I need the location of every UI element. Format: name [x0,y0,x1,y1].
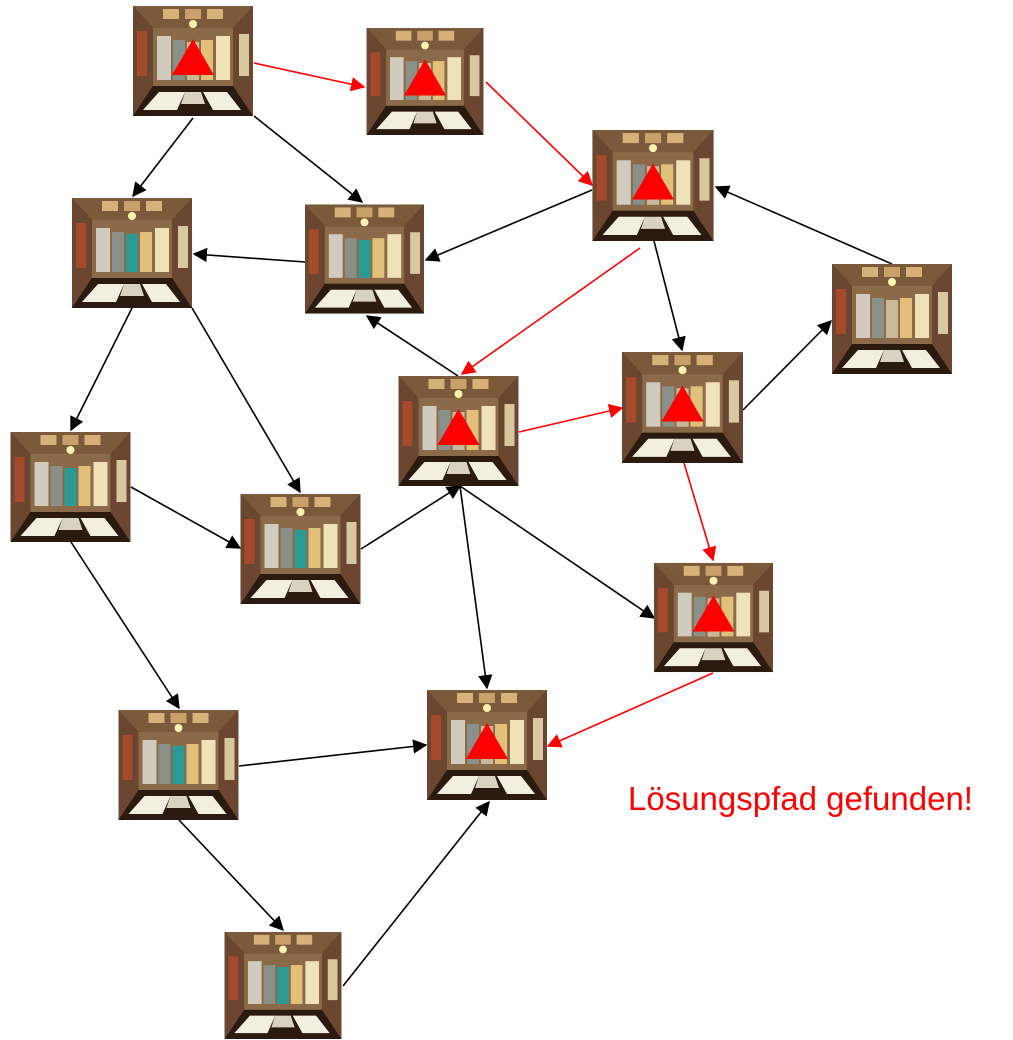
edge-n12-n13-arrow [238,739,428,767]
edge-n6-n3-arrow [714,185,893,265]
edge-n3-n5-arrow [424,189,593,262]
room-node-n6 [832,264,952,374]
edge-n7-n5-arrow [365,315,459,377]
solution-found-label: Lösungspfad gefunden! [628,780,973,817]
edge-n10-n7-arrow [360,485,462,550]
room-door-accent [294,530,307,568]
room-node-n9 [10,432,131,542]
path-edge-n8-n11-arrow [683,462,717,562]
nodes-layer [10,6,952,1039]
room-node-n11 [654,562,773,673]
edge-n8-n6-arrow [742,319,833,411]
room-node-n7 [398,376,519,486]
visited-marker-triangle [692,595,735,632]
edge-n12-n14-arrow [178,819,284,932]
visited-marker-triangle [404,59,446,96]
edge-n3-n8-arrow [653,240,686,352]
room-door-accent [358,240,371,278]
visited-marker-triangle [632,163,674,200]
edge-n5-n4-arrow [192,247,306,263]
visited-marker-triangle [172,39,214,75]
edge-n4-n9-arrow [70,307,133,432]
edges-layer [70,62,893,987]
room-door-accent [885,300,899,338]
edge-n7-n13-arrow [459,485,493,690]
path-edge-n7-n8-arrow [518,403,624,433]
path-edge-n3-n7-arrow [460,247,641,375]
edge-n14-n13-arrow [342,800,490,987]
room-door-accent [172,746,185,784]
edge-n7-n11-arrow [459,485,656,619]
room-node-n2 [366,28,484,135]
room-node-n4 [72,198,192,308]
room-node-n14 [224,932,342,1039]
visited-marker-triangle [661,385,704,422]
room-door-accent [126,234,138,272]
room-node-n10 [240,494,361,604]
room-door-accent [277,967,289,1004]
path-edge-n11-n13-arrow [546,672,714,748]
edge-n9-n10-arrow [130,486,242,549]
room-door-accent [64,468,77,506]
edge-n4-n10-arrow [191,307,301,494]
visited-marker-triangle [437,409,480,445]
room-node-n12 [118,710,239,820]
edge-n1-n4-arrow [132,117,194,198]
room-node-n1 [133,6,253,116]
edge-n9-n12-arrow [70,541,180,710]
room-node-n5 [305,204,424,314]
path-edge-n2-n3-arrow [485,81,594,187]
room-node-n3 [592,130,714,241]
visited-marker-triangle [466,723,508,759]
room-node-n13 [427,690,547,800]
edge-n1-n5-arrow [253,115,364,203]
room-node-n8 [622,352,743,463]
path-edge-n1-n2-arrow [253,62,366,92]
